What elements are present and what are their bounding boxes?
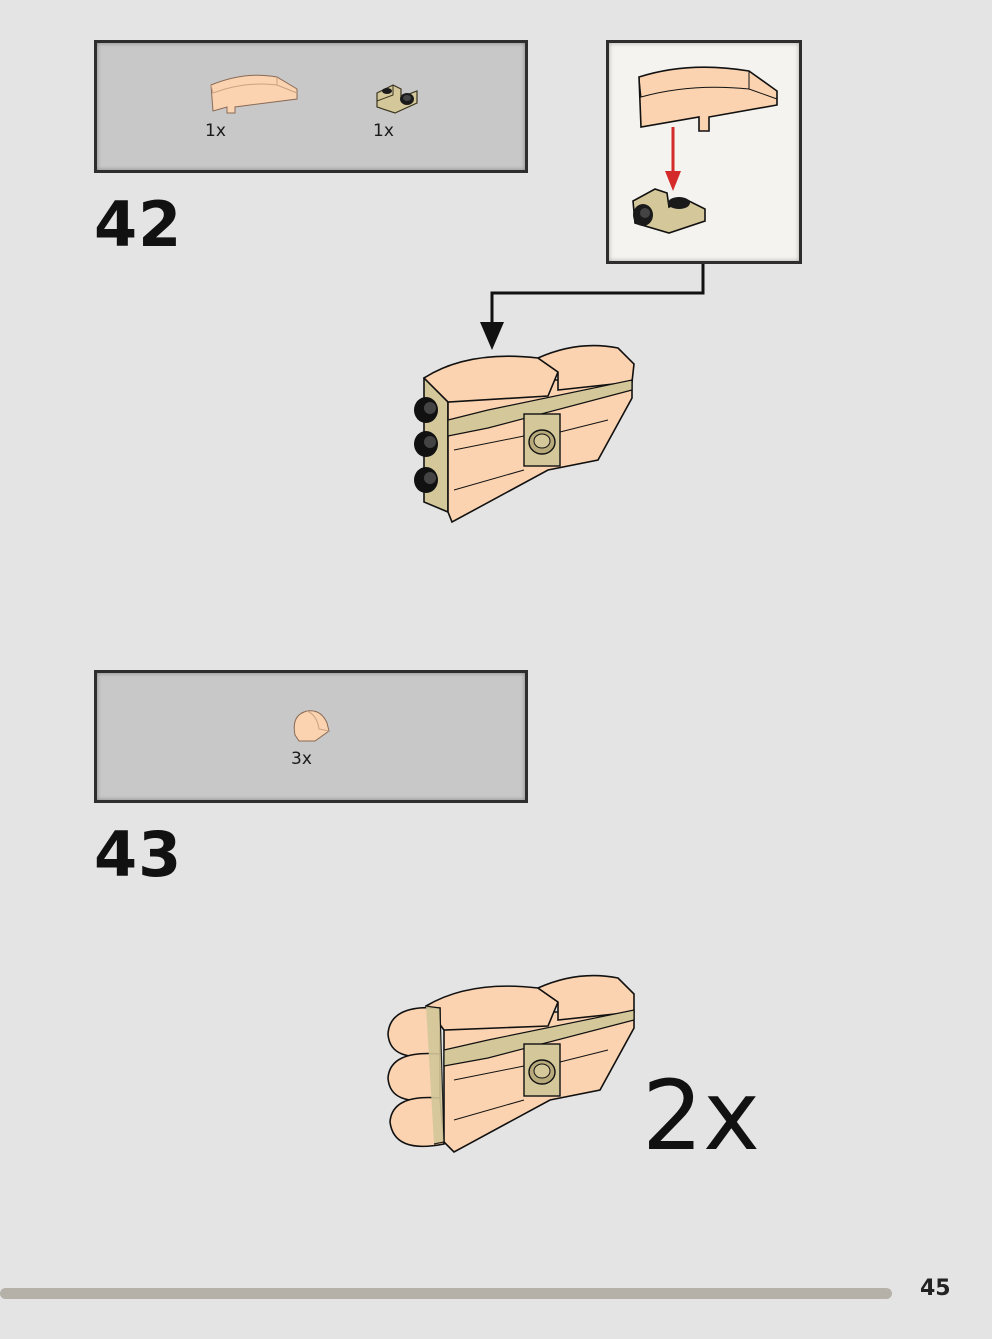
part-qty-label: 1x xyxy=(205,121,226,141)
callout-illustration xyxy=(632,66,778,234)
round-tile-part-icon xyxy=(293,710,330,742)
page-number: 45 xyxy=(920,1276,951,1301)
sub-assembly-callout xyxy=(606,40,802,264)
step-43-assembly-illustration xyxy=(387,974,635,1153)
bracket-part-icon xyxy=(376,84,418,114)
step-number: 42 xyxy=(94,188,183,261)
arrow-down-red-icon xyxy=(665,127,681,191)
build-multiplier: 2x xyxy=(642,1060,760,1172)
step-number: 43 xyxy=(94,818,183,891)
progress-bar xyxy=(0,1288,892,1299)
part-qty-label: 1x xyxy=(373,121,394,141)
part-qty-label: 3x xyxy=(291,749,312,769)
step-42-parts-box: 1x 1x xyxy=(94,40,528,173)
step-43-parts-box: 3x xyxy=(94,670,528,803)
step-42-assembly-illustration xyxy=(414,344,635,524)
curved-slope-part-icon xyxy=(210,74,298,114)
